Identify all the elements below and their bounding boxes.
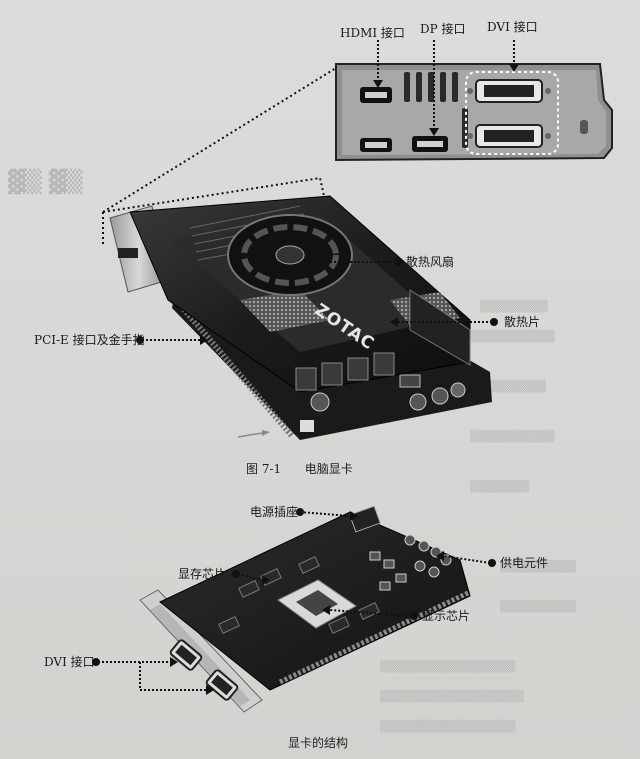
figure2-dvi-label: DVI 接口 bbox=[44, 655, 95, 669]
figure2-power-socket bbox=[349, 505, 381, 533]
figure1-callout-leaders bbox=[142, 261, 492, 341]
io-bracket-inset bbox=[335, 40, 613, 162]
vent-slots bbox=[404, 72, 588, 148]
pcie-gold-finger-label: PCI-E 接口及金手指 bbox=[34, 333, 145, 347]
hdmi-port-graphic bbox=[360, 87, 392, 152]
dp-port-label: DP 接口 bbox=[420, 22, 466, 36]
zoom-leader-lines bbox=[102, 67, 337, 245]
gpu-chip-label: 显示芯片 bbox=[422, 609, 471, 623]
hdmi-port-label: HDMI 接口 bbox=[340, 26, 405, 40]
figure2-callout-leaders bbox=[98, 511, 491, 691]
figure1-caption-number: 图 7-1 bbox=[246, 462, 282, 476]
power-socket-label: 电源插座 bbox=[250, 505, 299, 519]
dvi-port-label: DVI 接口 bbox=[487, 20, 538, 34]
figure2-memory-chips bbox=[218, 556, 380, 634]
fan-label: 散热风扇 bbox=[406, 255, 455, 269]
figure1-caption: 图 7-1 电脑显卡 bbox=[246, 460, 353, 477]
dp-port-graphic bbox=[412, 136, 448, 152]
memory-chip-label: 显存芯片 bbox=[178, 567, 227, 581]
cooler-shroud bbox=[129, 195, 471, 393]
figure1-caption-text: 电脑显卡 bbox=[304, 462, 353, 476]
figure2-caption: 显卡的结构 bbox=[288, 736, 349, 750]
figure1-graphics-card-illustration bbox=[102, 40, 613, 440]
dvi-port-graphic bbox=[465, 71, 559, 155]
heatsink-label: 散热片 bbox=[504, 315, 541, 329]
figure2-dvi-ports bbox=[169, 639, 239, 701]
power-components-label: 供电元件 bbox=[500, 556, 549, 570]
